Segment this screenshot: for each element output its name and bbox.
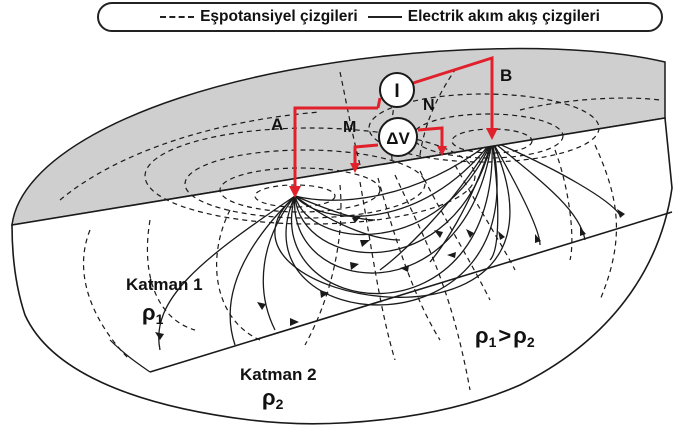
dashed-line-sample	[160, 16, 195, 18]
legend-current-flow: Electrik akım akış çizgileri	[367, 8, 600, 26]
current-flow-lines	[158, 140, 621, 351]
wire-a-to-meter	[376, 97, 382, 109]
electrode-b-label: B	[500, 66, 512, 85]
electrode-m-label: M	[343, 119, 356, 136]
current-meter	[379, 72, 415, 108]
layer1-resistivity: ρ1	[142, 300, 164, 327]
section-lines	[82, 140, 625, 391]
legend-equipotential-label: Eşpotansiyel çizgileri	[200, 8, 358, 25]
layer1-name: Katman 1	[126, 275, 203, 294]
layer2-name: Katman 2	[240, 365, 317, 384]
wire-b	[409, 55, 494, 132]
legend-equipotential: Eşpotansiyel çizgileri	[160, 8, 358, 26]
wire-m	[353, 143, 379, 168]
legend-box: Eşpotansiyel çizgileri Electrik akım akı…	[97, 2, 663, 32]
wire-n	[417, 126, 444, 150]
voltage-meter-label: ΔV	[386, 129, 410, 148]
ground-top-surface	[11, 47, 666, 226]
circuit-wires	[293, 55, 494, 190]
wire-a-tip	[289, 186, 301, 198]
wire-n-tip	[437, 146, 447, 156]
left-corner-edge	[109, 339, 151, 373]
voltage-meter	[378, 117, 418, 157]
layer2-resistivity: ρ2	[262, 385, 284, 412]
legend-current-flow-label: Electrik akım akış çizgileri	[407, 8, 600, 25]
subsurface-equipotentials	[82, 144, 618, 391]
wire-a	[293, 106, 378, 190]
wire-b-tip	[486, 128, 498, 140]
flow-arrowheads	[155, 209, 625, 340]
wire-m-tip	[350, 163, 360, 173]
resistivity-relation: ρ1>ρ2	[475, 323, 535, 350]
current-meter-label: I	[394, 81, 399, 102]
ground-section-face	[11, 117, 673, 425]
solid-line-sample	[367, 16, 402, 18]
electrode-n-label: N	[423, 97, 435, 114]
electrode-a-label: A	[271, 115, 283, 134]
